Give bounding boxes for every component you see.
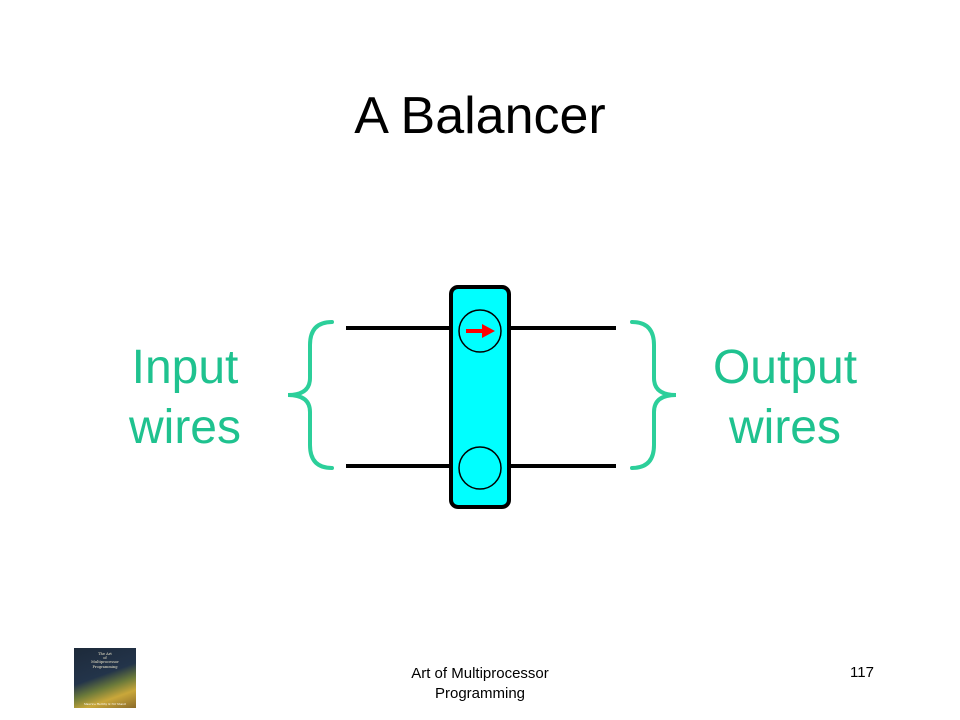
input-label-line-1: Input — [131, 341, 239, 394]
book-cover-title-line-3: Multiprocessor — [91, 660, 119, 665]
input-wires-label: Input wires — [95, 338, 275, 458]
book-cover-image: The Art of Multiprocessor Programming Ma… — [74, 648, 136, 708]
page-number: 117 — [850, 664, 874, 681]
input-label-line-2: wires — [128, 401, 241, 454]
footer-line-1: Art of Multiprocessor — [411, 665, 549, 682]
input-brace — [287, 320, 334, 470]
slide-title: A Balancer — [354, 87, 606, 145]
toggle-bottom-circle — [458, 446, 502, 490]
output-label-line-2: wires — [728, 401, 841, 454]
output-brace — [630, 320, 677, 470]
footer-line-2: Programming — [434, 685, 526, 702]
book-cover-title-line-1: The Art — [98, 652, 112, 656]
output-label-line-1: Output — [712, 341, 858, 394]
book-cover-title: The Art of Multiprocessor Programming — [76, 652, 134, 669]
output-wires-label: Output wires — [695, 338, 875, 458]
right-arrow-icon — [466, 324, 495, 338]
footer-text: Art of Multiprocessor Programming — [360, 664, 600, 704]
book-cover-title-line-4: Programming — [92, 664, 118, 669]
book-cover-author: Maurice Herlihy & Nir Shavit — [83, 702, 127, 706]
book-cover-title-line-2: of — [103, 656, 107, 661]
